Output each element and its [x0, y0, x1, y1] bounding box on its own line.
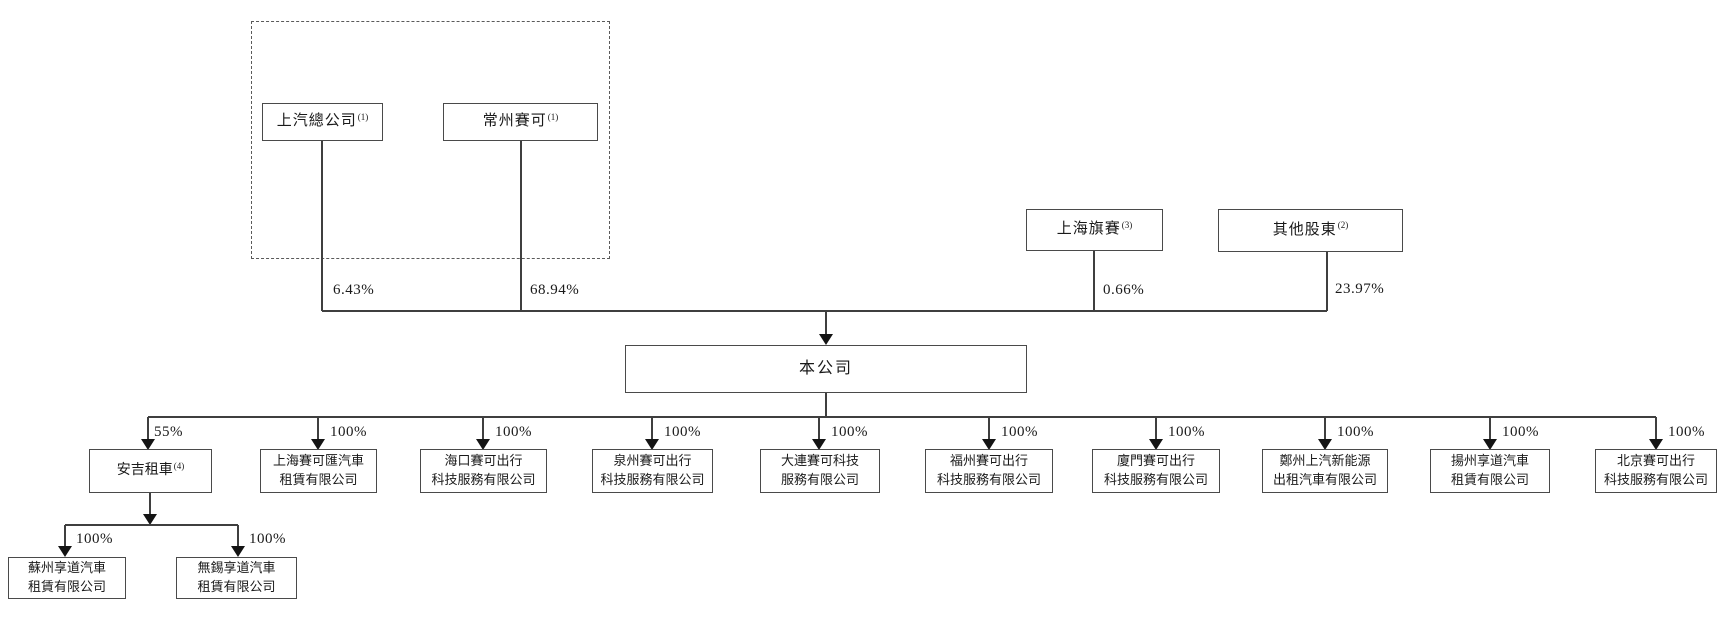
ownership-label-suzhou-xiangdao: 100% [76, 531, 113, 547]
edge-shanghai-qisai-to-bus [1093, 251, 1095, 311]
arrow-down-icon [311, 439, 325, 450]
ownership-label-xiamen-saike: 100% [1168, 424, 1205, 440]
arrow-down-icon [143, 514, 157, 525]
node-label: 常州賽可 [482, 113, 547, 130]
footnote-marker: (1) [547, 111, 559, 122]
node-label: 本公司 [798, 360, 853, 378]
node-haikou-saike: 海口賽可出行 科技服務有限公司 [420, 449, 547, 493]
edge-to-shanghai-saike-hui [317, 417, 319, 439]
edge-to-quanzhou-saike [651, 417, 653, 439]
arrow-down-icon [476, 439, 490, 450]
node-label: 其他股東 [1272, 221, 1337, 238]
edge-anji-to-split [149, 493, 151, 514]
arrow-down-icon [1149, 439, 1163, 450]
edge-to-haikou-saike [482, 417, 484, 439]
node-label: 上海旗賽 [1056, 221, 1121, 238]
ownership-label-anji: 55% [154, 424, 183, 440]
edge-other-shareholders-to-bus [1326, 252, 1328, 311]
ownership-label-zhengzhou-saic: 100% [1337, 424, 1374, 440]
ownership-label-dalian-saike: 100% [831, 424, 868, 440]
node-saic-head-office: 上汽總公司(1) [262, 103, 383, 141]
node-label: 上汽總公司 [276, 113, 357, 130]
edge-to-fuzhou-saike [988, 417, 990, 439]
ownership-label-shanghai-qisai: 0.66% [1103, 282, 1145, 298]
node-suzhou-xiangdao: 蘇州享道汽車 租賃有限公司 [8, 557, 126, 599]
edge-to-suzhou-xiangdao [64, 525, 66, 546]
ownership-label-other-shareholders: 23.97% [1335, 281, 1385, 297]
edge-to-beijing-saike [1655, 417, 1657, 439]
lower-bus-line [148, 416, 1656, 418]
node-fuzhou-saike: 福州賽可出行 科技服務有限公司 [925, 449, 1053, 493]
node-wuxi-xiangdao: 無錫享道汽車 租賃有限公司 [176, 557, 297, 599]
arrow-down-icon [58, 546, 72, 557]
footnote-marker: (2) [1337, 220, 1349, 230]
node-the-company: 本公司 [625, 345, 1027, 393]
edge-company-to-lower-bus [825, 393, 827, 417]
edge-to-yangzhou-xiangdao [1489, 417, 1491, 439]
arrow-down-icon [1318, 439, 1332, 450]
ownership-label-shanghai-saike-hui: 100% [330, 424, 367, 440]
ownership-label-yangzhou-xiangdao: 100% [1502, 424, 1539, 440]
ownership-label-wuxi-xiangdao: 100% [249, 531, 286, 547]
edge-to-anji [147, 417, 149, 439]
arrow-down-icon [812, 439, 826, 450]
controlling-shareholder-group-outline [251, 21, 610, 259]
arrow-down-icon [645, 439, 659, 450]
node-zhengzhou-saic-new-energy: 鄭州上汽新能源 出租汽車有限公司 [1262, 449, 1388, 493]
arrow-down-icon [1649, 439, 1663, 450]
node-beijing-saike: 北京賽可出行 科技服務有限公司 [1595, 449, 1717, 493]
node-xiamen-saike: 廈門賽可出行 科技服務有限公司 [1092, 449, 1220, 493]
node-shanghai-saike-hui: 上海賽可匯汽車 租賃有限公司 [260, 449, 377, 493]
edge-changzhou-saike-to-bus [520, 141, 522, 311]
node-quanzhou-saike: 泉州賽可出行 科技服務有限公司 [592, 449, 713, 493]
node-yangzhou-xiangdao: 揚州享道汽車 租賃有限公司 [1430, 449, 1550, 493]
node-dalian-saike: 大連賽可科技 服務有限公司 [760, 449, 880, 493]
node-anji-car-rental: 安吉租車(4) [89, 449, 212, 493]
edge-to-zhengzhou-saic [1324, 417, 1326, 439]
footnote-marker: (1) [357, 111, 369, 122]
node-label: 安吉租車 [116, 462, 173, 478]
upper-bus-line [322, 310, 1327, 312]
ownership-label-quanzhou-saike: 100% [664, 424, 701, 440]
edge-saic-to-bus [321, 141, 323, 311]
edge-bus-to-company [825, 311, 827, 335]
arrow-down-icon [231, 546, 245, 557]
node-shanghai-qisai: 上海旗賽(3) [1026, 209, 1163, 251]
ownership-label-changzhou-saike: 68.94% [530, 282, 580, 298]
ownership-label-saic: 6.43% [333, 282, 375, 298]
node-changzhou-saike: 常州賽可(1) [443, 103, 598, 141]
edge-to-xiamen-saike [1155, 417, 1157, 439]
node-other-shareholders: 其他股東(2) [1218, 209, 1403, 252]
ownership-label-fuzhou-saike: 100% [1001, 424, 1038, 440]
arrow-down-icon [141, 439, 155, 450]
edge-to-wuxi-xiangdao [237, 525, 239, 546]
ownership-label-beijing-saike: 100% [1668, 424, 1705, 440]
anji-split-line [65, 524, 238, 526]
footnote-marker: (3) [1121, 219, 1133, 230]
edge-to-dalian-saike [818, 417, 820, 439]
ownership-label-haikou-saike: 100% [495, 424, 532, 440]
footnote-marker: (4) [173, 460, 185, 471]
arrow-down-icon [819, 334, 833, 345]
arrow-down-icon [982, 439, 996, 450]
arrow-down-icon [1483, 439, 1497, 450]
